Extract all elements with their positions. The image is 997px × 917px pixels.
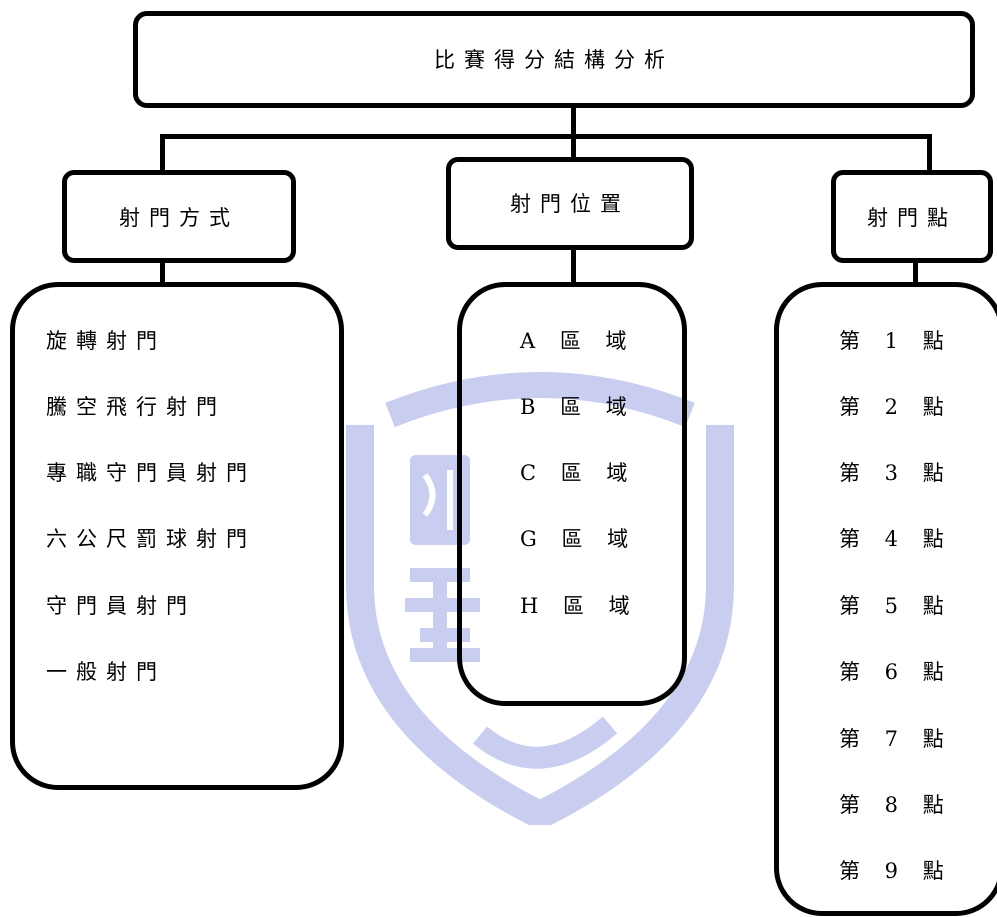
list-item: 第 5 點	[839, 594, 953, 618]
list-item: A 區 域	[520, 329, 636, 353]
point-list-box	[774, 282, 997, 916]
list-item: 六公尺罰球射門	[46, 527, 256, 551]
list-item: H 區 域	[520, 594, 639, 618]
connector-point-list	[913, 261, 918, 286]
category-point-box	[831, 170, 993, 263]
emblem-character	[405, 568, 480, 662]
connector-method-list	[160, 261, 165, 286]
connector-to-method	[160, 134, 165, 174]
category-position-label: 射門位置	[510, 192, 630, 216]
shield-outline	[346, 425, 734, 825]
list-item: 旋轉射門	[46, 329, 166, 353]
shield-band	[385, 372, 695, 428]
position-list-box	[457, 282, 687, 706]
category-point-label: 射門點	[867, 206, 957, 230]
method-list-box	[10, 282, 344, 790]
list-item: B 區 域	[520, 395, 636, 419]
list-item: 守門員射門	[46, 594, 196, 618]
emblem-lower	[472, 716, 618, 769]
category-method-box	[62, 170, 296, 263]
connector-to-point	[927, 134, 932, 174]
list-item: 一般射門	[46, 660, 166, 684]
connector-position-list	[571, 248, 576, 286]
list-item: 第 1 點	[839, 329, 953, 353]
category-position-box	[446, 157, 694, 250]
list-item: 第 4 點	[839, 527, 953, 551]
list-item: C 區 域	[520, 461, 637, 485]
list-item: 第 3 點	[839, 461, 953, 485]
connector-root-down	[571, 106, 576, 138]
root-label: 比賽得分結構分析	[434, 48, 674, 72]
list-item: 第 2 點	[839, 395, 953, 419]
list-item: 第 7 點	[839, 727, 953, 751]
connector-horizontal	[160, 134, 932, 139]
category-method-label: 射門方式	[119, 206, 239, 230]
watermark-emblem	[346, 372, 734, 825]
connector-to-position	[571, 134, 576, 161]
list-item: 第 6 點	[839, 660, 953, 684]
list-item: 第 9 點	[839, 859, 953, 883]
list-item: G 區 域	[520, 527, 638, 551]
root-node	[133, 11, 975, 108]
list-item: 專職守門員射門	[46, 461, 256, 485]
list-item: 騰空飛行射門	[46, 395, 226, 419]
list-item: 第 8 點	[839, 793, 953, 817]
